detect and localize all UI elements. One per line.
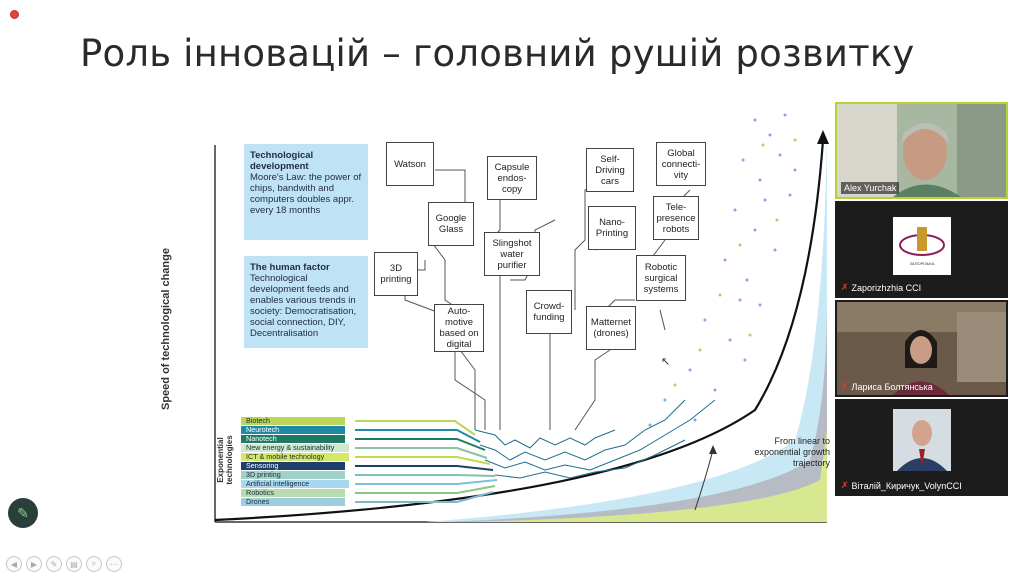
growth-band-gray	[445, 300, 827, 522]
participant-name: ✗ Лариса Болтянська	[841, 381, 933, 392]
participant-video	[837, 302, 1006, 395]
participant-tile[interactable]: Alex Yurchak	[835, 102, 1008, 199]
participant-video	[837, 401, 1006, 494]
node-google-glass: Google Glass	[428, 202, 474, 246]
participant-tile[interactable]: ЗАПОРІЗЬКА ✗ Zaporizhzhia CCI	[835, 201, 1008, 298]
more-options-icon[interactable]: ⋯	[106, 556, 122, 572]
participants-panel: Alex Yurchak ЗАПОРІЗЬКА ✗ Zaporizhzhia C…	[835, 102, 1008, 496]
info-box-heading: The human factor	[250, 262, 330, 273]
info-box-text: Moore's Law: the power of chips, bandwit…	[250, 172, 362, 216]
info-box-text: Technological development feeds and enab…	[250, 273, 357, 339]
technology-bar: Neurotech	[241, 426, 345, 434]
next-icon[interactable]: ▶	[26, 556, 42, 572]
innovation-figure	[195, 100, 835, 530]
technology-bar: Biotech	[241, 417, 345, 425]
participant-video: ЗАПОРІЗЬКА	[837, 203, 1006, 296]
participant-video	[837, 104, 1006, 197]
participant-tile[interactable]: ✗ Віталій_Киричук_VolynCCI	[835, 399, 1008, 496]
zoom-icon[interactable]: ⌕	[86, 556, 102, 572]
mic-off-icon: ✗	[841, 480, 849, 490]
technology-bar: New energy & sustainability	[241, 444, 349, 452]
y-axis-label: Speed of technological change	[160, 248, 172, 410]
node-self-driving: Self-Driving cars	[586, 148, 634, 192]
node-watson: Watson	[386, 142, 434, 186]
growth-band-green	[465, 430, 827, 522]
slide-title: Роль інновацій – головний рушій розвитку	[80, 32, 915, 75]
small-growth-arrow	[694, 449, 714, 511]
growth-dots-green	[673, 138, 797, 387]
mic-off-icon: ✗	[841, 381, 849, 391]
growth-trajectory-label: From linear to exponential growth trajec…	[754, 436, 830, 468]
node-nano-printing: Nano-Printing	[588, 206, 636, 250]
node-robotic-surgical: Robotic surgical systems	[636, 255, 686, 301]
participant-name: Alex Yurchak	[841, 182, 900, 194]
svg-text:ЗАПОРІЗЬКА: ЗАПОРІЗЬКА	[910, 261, 935, 266]
node-capsule: Capsule endos-copy	[487, 156, 537, 200]
slides-icon[interactable]: ▤	[66, 556, 82, 572]
info-box-heading: Technological development	[250, 150, 314, 172]
technology-bar: Robotics	[241, 489, 345, 497]
exponential-curve	[214, 139, 825, 522]
pen-icon[interactable]: ✎	[8, 498, 38, 528]
technology-bar: ICT & mobile technology	[241, 453, 349, 461]
node-slingshot: Slingshot water purifier	[484, 232, 540, 276]
curve-arrow-head	[817, 130, 829, 144]
previous-icon[interactable]: ◀	[6, 556, 22, 572]
node-matternet: Matternet (drones)	[586, 306, 636, 350]
mic-off-icon: ✗	[841, 282, 849, 292]
info-box-human-factor: The human factor Technological developme…	[244, 256, 368, 348]
participant-name: ✗ Zaporizhzhia CCI	[841, 282, 922, 293]
node-automotive: Auto-motive based on digital	[434, 304, 484, 352]
node-global-connectivity: Global connecti-vity	[656, 142, 706, 186]
technology-bar: Nanotech	[241, 435, 345, 443]
node-telepresence: Tele-presence robots	[653, 196, 699, 240]
figure-graphics	[214, 113, 829, 523]
node-3d-printing: 3D printing	[374, 252, 418, 296]
info-box-technological-development: Technological development Moore's Law: t…	[244, 144, 368, 240]
node-crowdfunding: Crowd-funding	[526, 290, 572, 334]
slide-navigation-bar: ◀ ▶ ✎ ▤ ⌕ ⋯	[6, 556, 122, 572]
circuit-hub	[474, 399, 716, 479]
mouse-cursor-icon: ↖	[661, 356, 671, 368]
exponential-technologies-label: Exponential technologies	[216, 435, 234, 485]
recording-indicator-icon	[10, 10, 19, 19]
growth-dots	[648, 113, 797, 427]
participant-name: ✗ Віталій_Киричук_VolynCCI	[841, 480, 962, 491]
technology-bar: Drones	[241, 498, 345, 506]
tech-feed-lines	[355, 420, 498, 503]
pen-tool-icon[interactable]: ✎	[46, 556, 62, 572]
technology-bar: Sensoring	[241, 462, 345, 470]
participant-tile[interactable]: ✗ Лариса Болтянська	[835, 300, 1008, 397]
technology-bar: 3D printing	[241, 471, 345, 479]
technology-bar: Artificial intelligence	[241, 480, 349, 488]
